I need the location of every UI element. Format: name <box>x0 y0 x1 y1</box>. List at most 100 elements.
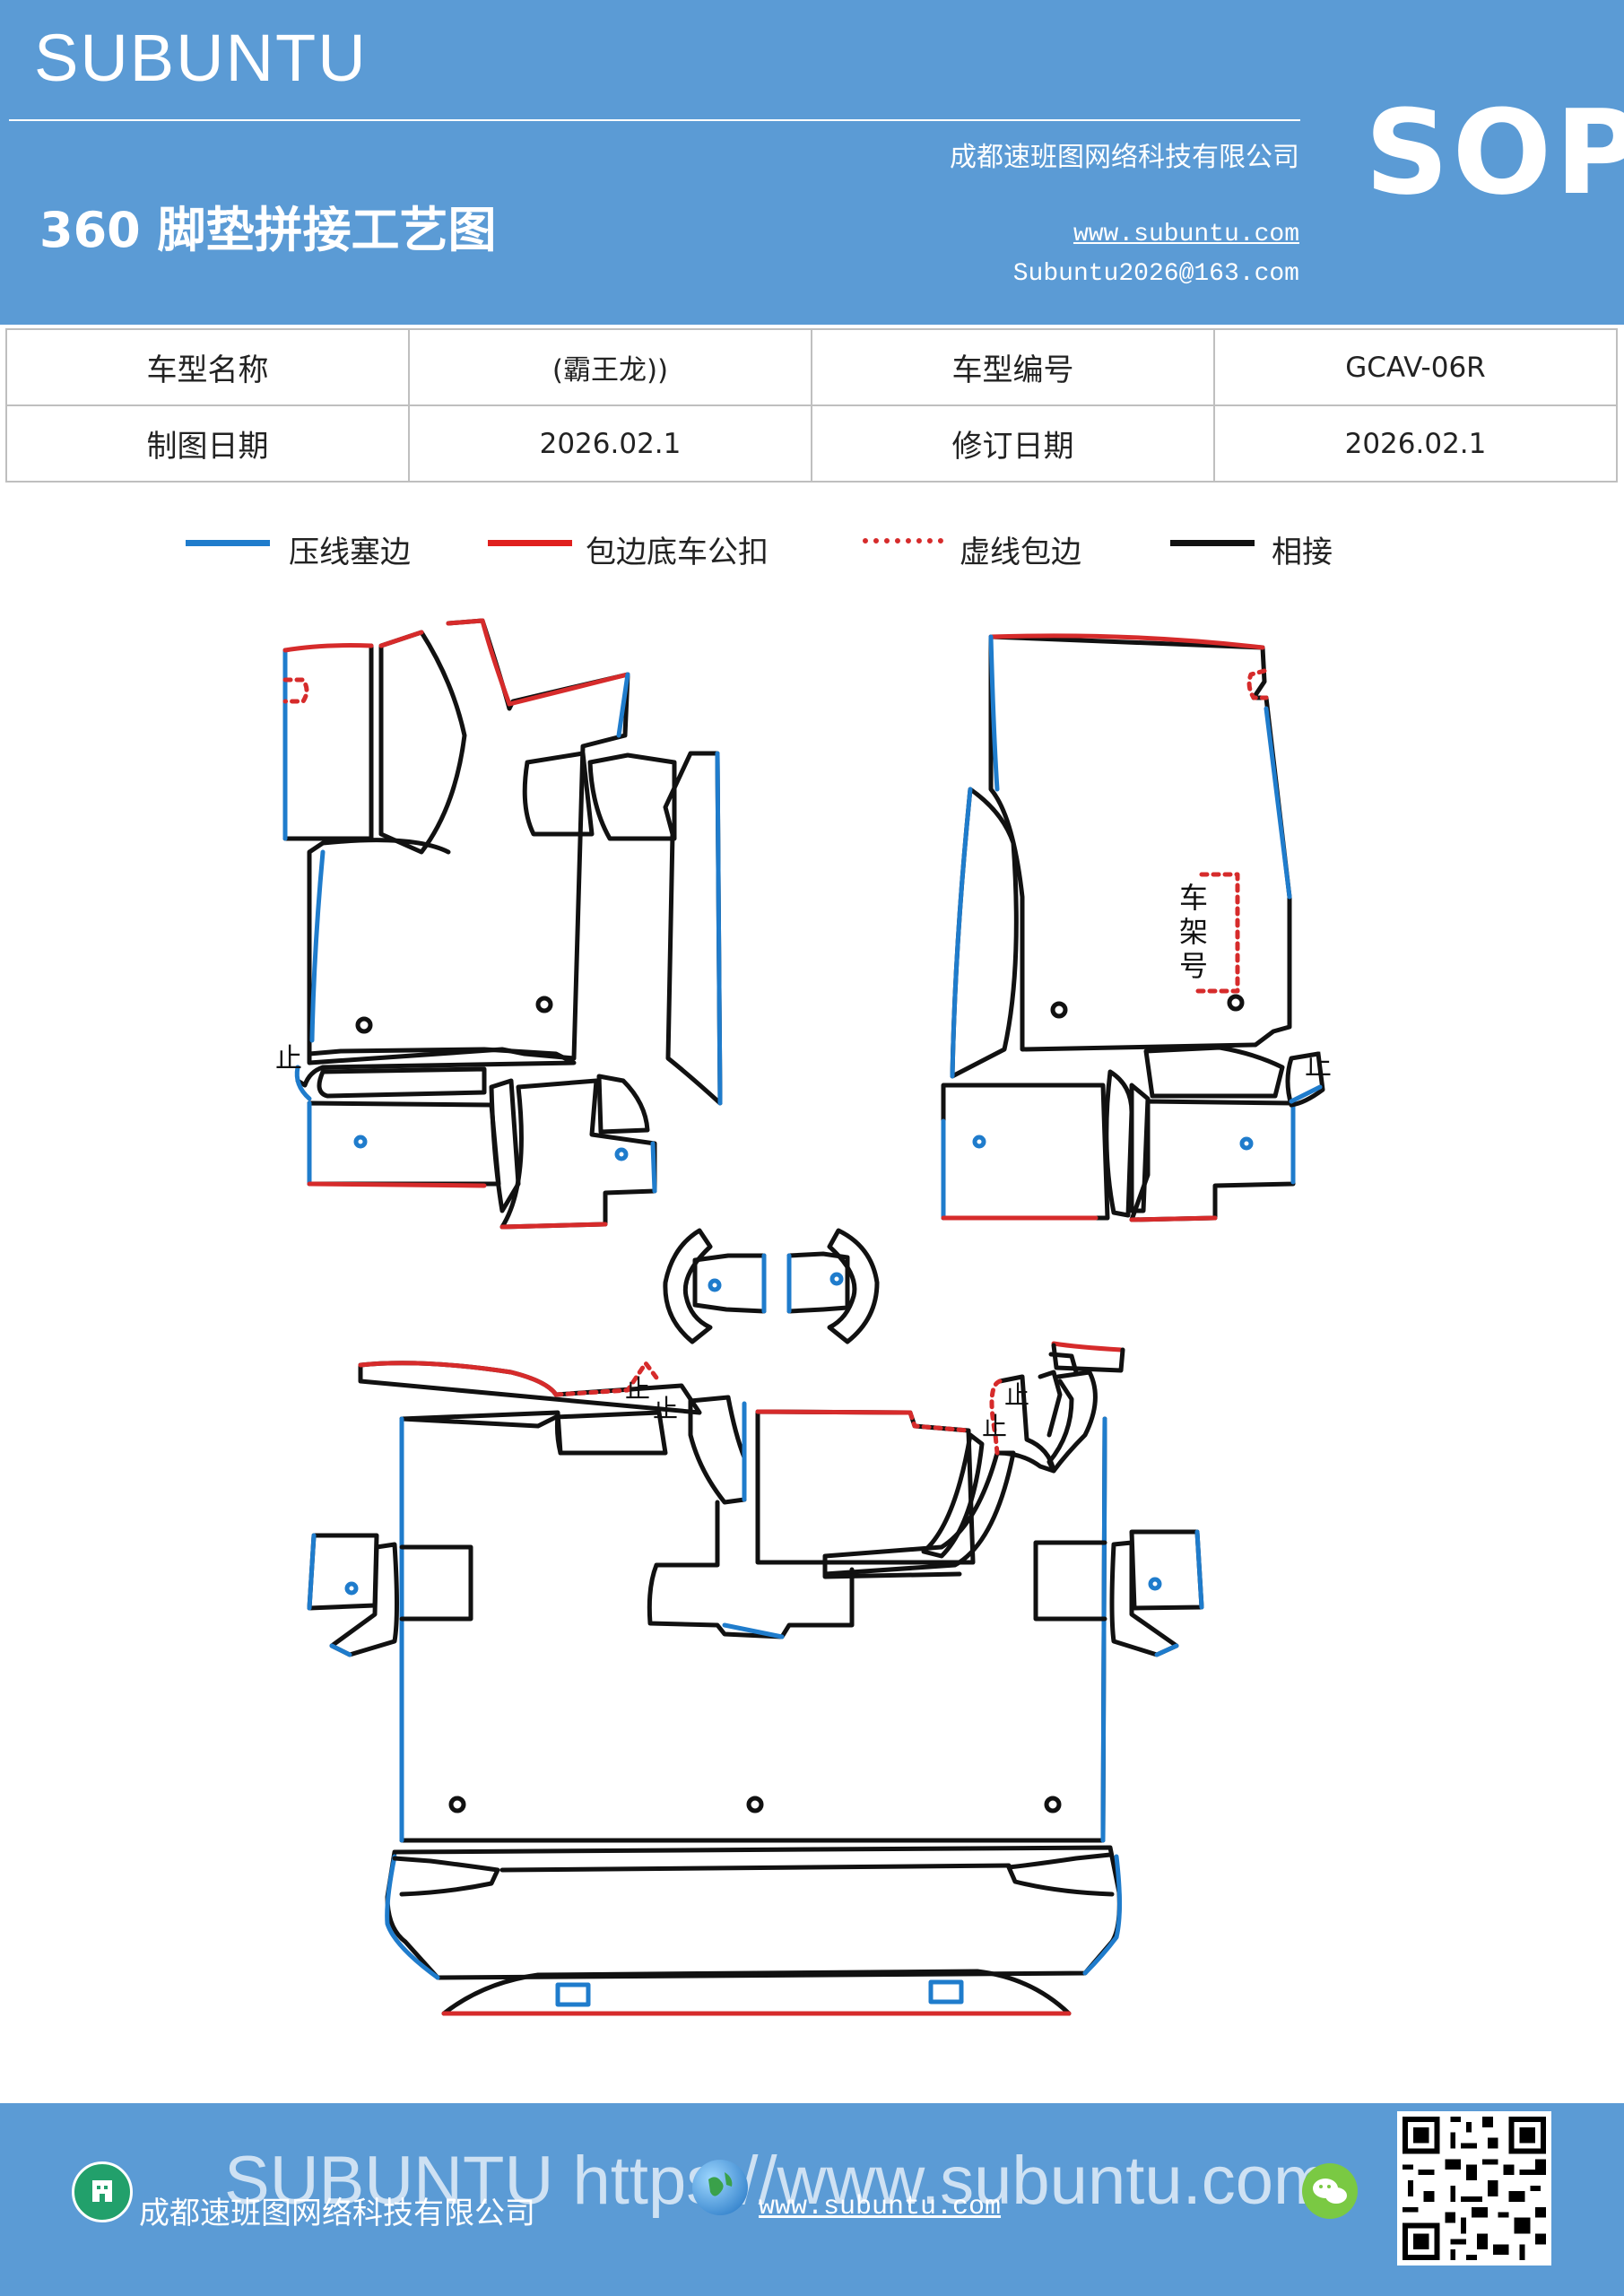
revise-date-value: 2026.02.1 <box>1213 404 1618 483</box>
clip-hole <box>535 996 553 1013</box>
mat-piece <box>1129 1083 1151 1213</box>
mat-piece <box>1051 1341 1124 1352</box>
mat-piece <box>921 1432 985 1559</box>
clip-hole <box>614 1147 629 1161</box>
mat-piece <box>715 751 723 1106</box>
mat-piece <box>282 643 374 841</box>
footer-company-name: 成都速班图网络科技有限公司 <box>139 2196 535 2231</box>
mat-piece <box>309 849 326 1043</box>
table-row: 制图日期 2026.02.1 修订日期 2026.02.1 <box>5 404 1618 483</box>
mat-piece <box>722 1622 785 1639</box>
draw-date-value: 2026.02.1 <box>408 404 812 483</box>
mat-piece <box>329 1643 352 1657</box>
mat-piece <box>1129 1099 1296 1222</box>
legend-dashed-label: 虚线包边 <box>960 535 1081 570</box>
mat-piece <box>822 1556 962 1579</box>
mat-piece <box>499 1222 608 1230</box>
mat-piece <box>650 1141 657 1194</box>
mat-piece <box>1109 1540 1179 1657</box>
mat-front-left-group <box>282 618 723 1230</box>
mat-piece <box>647 1500 855 1639</box>
mat-piece <box>282 677 309 704</box>
mat-front-right-group <box>941 633 1325 1222</box>
model-code-value: GCAV-06R <box>1213 328 1618 406</box>
mat-piece <box>392 1856 500 1897</box>
mat-piece <box>1246 668 1269 700</box>
legend-blue-line <box>186 540 270 546</box>
mat-piece <box>1154 1643 1179 1657</box>
mat-piece <box>1129 1215 1218 1222</box>
page-title: 360 脚垫拼接工艺图 <box>39 202 497 258</box>
mat-piece <box>358 1361 559 1397</box>
stop-mark: 止 <box>625 1374 650 1404</box>
mat-center-small-group <box>663 1228 880 1344</box>
mat-piece <box>616 672 630 738</box>
stop-mark: 止 <box>275 1043 302 1074</box>
mat-piece <box>755 1409 913 1415</box>
company-building-icon <box>72 2161 133 2222</box>
mat-piece <box>950 787 1019 1079</box>
legend-black-label: 相接 <box>1272 535 1333 570</box>
mat-piece <box>988 634 1292 1052</box>
wechat-icon <box>1302 2163 1358 2219</box>
mat-piece <box>908 1410 971 1433</box>
stop-mark: 止 <box>653 1394 678 1423</box>
mat-piece <box>441 1969 1072 2016</box>
mat-piece <box>1194 1529 1204 1610</box>
mat-piece <box>688 1395 747 1505</box>
mat-piece <box>378 630 467 855</box>
mat-piece <box>587 752 677 841</box>
footer-watermark: SUBUNTU https://www.subuntu.com <box>224 2143 1331 2219</box>
mat-piece <box>522 751 595 837</box>
trunk-slot <box>555 1982 591 2007</box>
mat-piece <box>295 1047 577 1088</box>
stop-mark: 止 <box>1305 1050 1332 1082</box>
header-divider <box>9 119 1300 121</box>
sop-badge: SOP <box>1365 84 1624 221</box>
mat-piece <box>553 1361 662 1397</box>
mat-piece <box>329 1542 399 1657</box>
mat-piece <box>1285 1051 1325 1108</box>
clip-hole <box>1044 1796 1062 1813</box>
trunk-slot <box>928 1979 964 2005</box>
mat-piece <box>385 1854 440 1980</box>
mat-piece <box>1194 872 1240 994</box>
mat-piece <box>1264 706 1292 900</box>
mat-piece <box>499 1863 1012 1873</box>
mat-piece <box>941 1083 1110 1221</box>
revise-date-label: 修订日期 <box>811 404 1215 483</box>
mat-piece <box>399 1410 668 1456</box>
mat-piece <box>282 643 374 653</box>
mat-piece <box>446 618 630 707</box>
clip-hole <box>448 1796 466 1813</box>
email-address: Subuntu2026@163.com <box>1012 260 1299 288</box>
mat-piece <box>989 1378 1003 1456</box>
brand-logo-text: SUBUNTU <box>34 21 368 95</box>
mat-piece <box>554 1413 666 1456</box>
mat-piece <box>1082 1854 1122 1976</box>
legend-red-label: 包边底车公扣 <box>586 535 769 570</box>
stop-mark: 止 <box>982 1412 1007 1441</box>
model-code-label: 车型编号 <box>811 328 1215 406</box>
clip-hole <box>972 1135 986 1149</box>
mat-piece <box>378 630 424 648</box>
mat-piece <box>317 1066 487 1099</box>
mat-piece <box>988 634 1000 792</box>
mat-piece <box>1033 1540 1107 1622</box>
clip-hole <box>344 1581 359 1596</box>
mat-piece <box>307 1533 317 1611</box>
mat-piece <box>1051 1343 1125 1373</box>
mat-piece <box>307 1181 487 1188</box>
mat-piece <box>489 1078 521 1213</box>
website-link[interactable]: www.subuntu.com <box>1073 221 1299 248</box>
mat-piece <box>294 1065 312 1101</box>
company-name: 成都速班图网络科技有限公司 <box>950 142 1299 173</box>
vin-label-char: 号 <box>1179 949 1208 983</box>
mat-piece <box>1289 1084 1323 1104</box>
mat-piece <box>1100 1416 1107 1843</box>
clip-hole <box>353 1135 368 1149</box>
header-banner <box>0 0 1624 325</box>
vin-label-char: 架 <box>1179 915 1208 949</box>
footer-website-link[interactable]: www.subuntu.com <box>759 2192 1002 2222</box>
mat-piece <box>755 1409 976 1565</box>
